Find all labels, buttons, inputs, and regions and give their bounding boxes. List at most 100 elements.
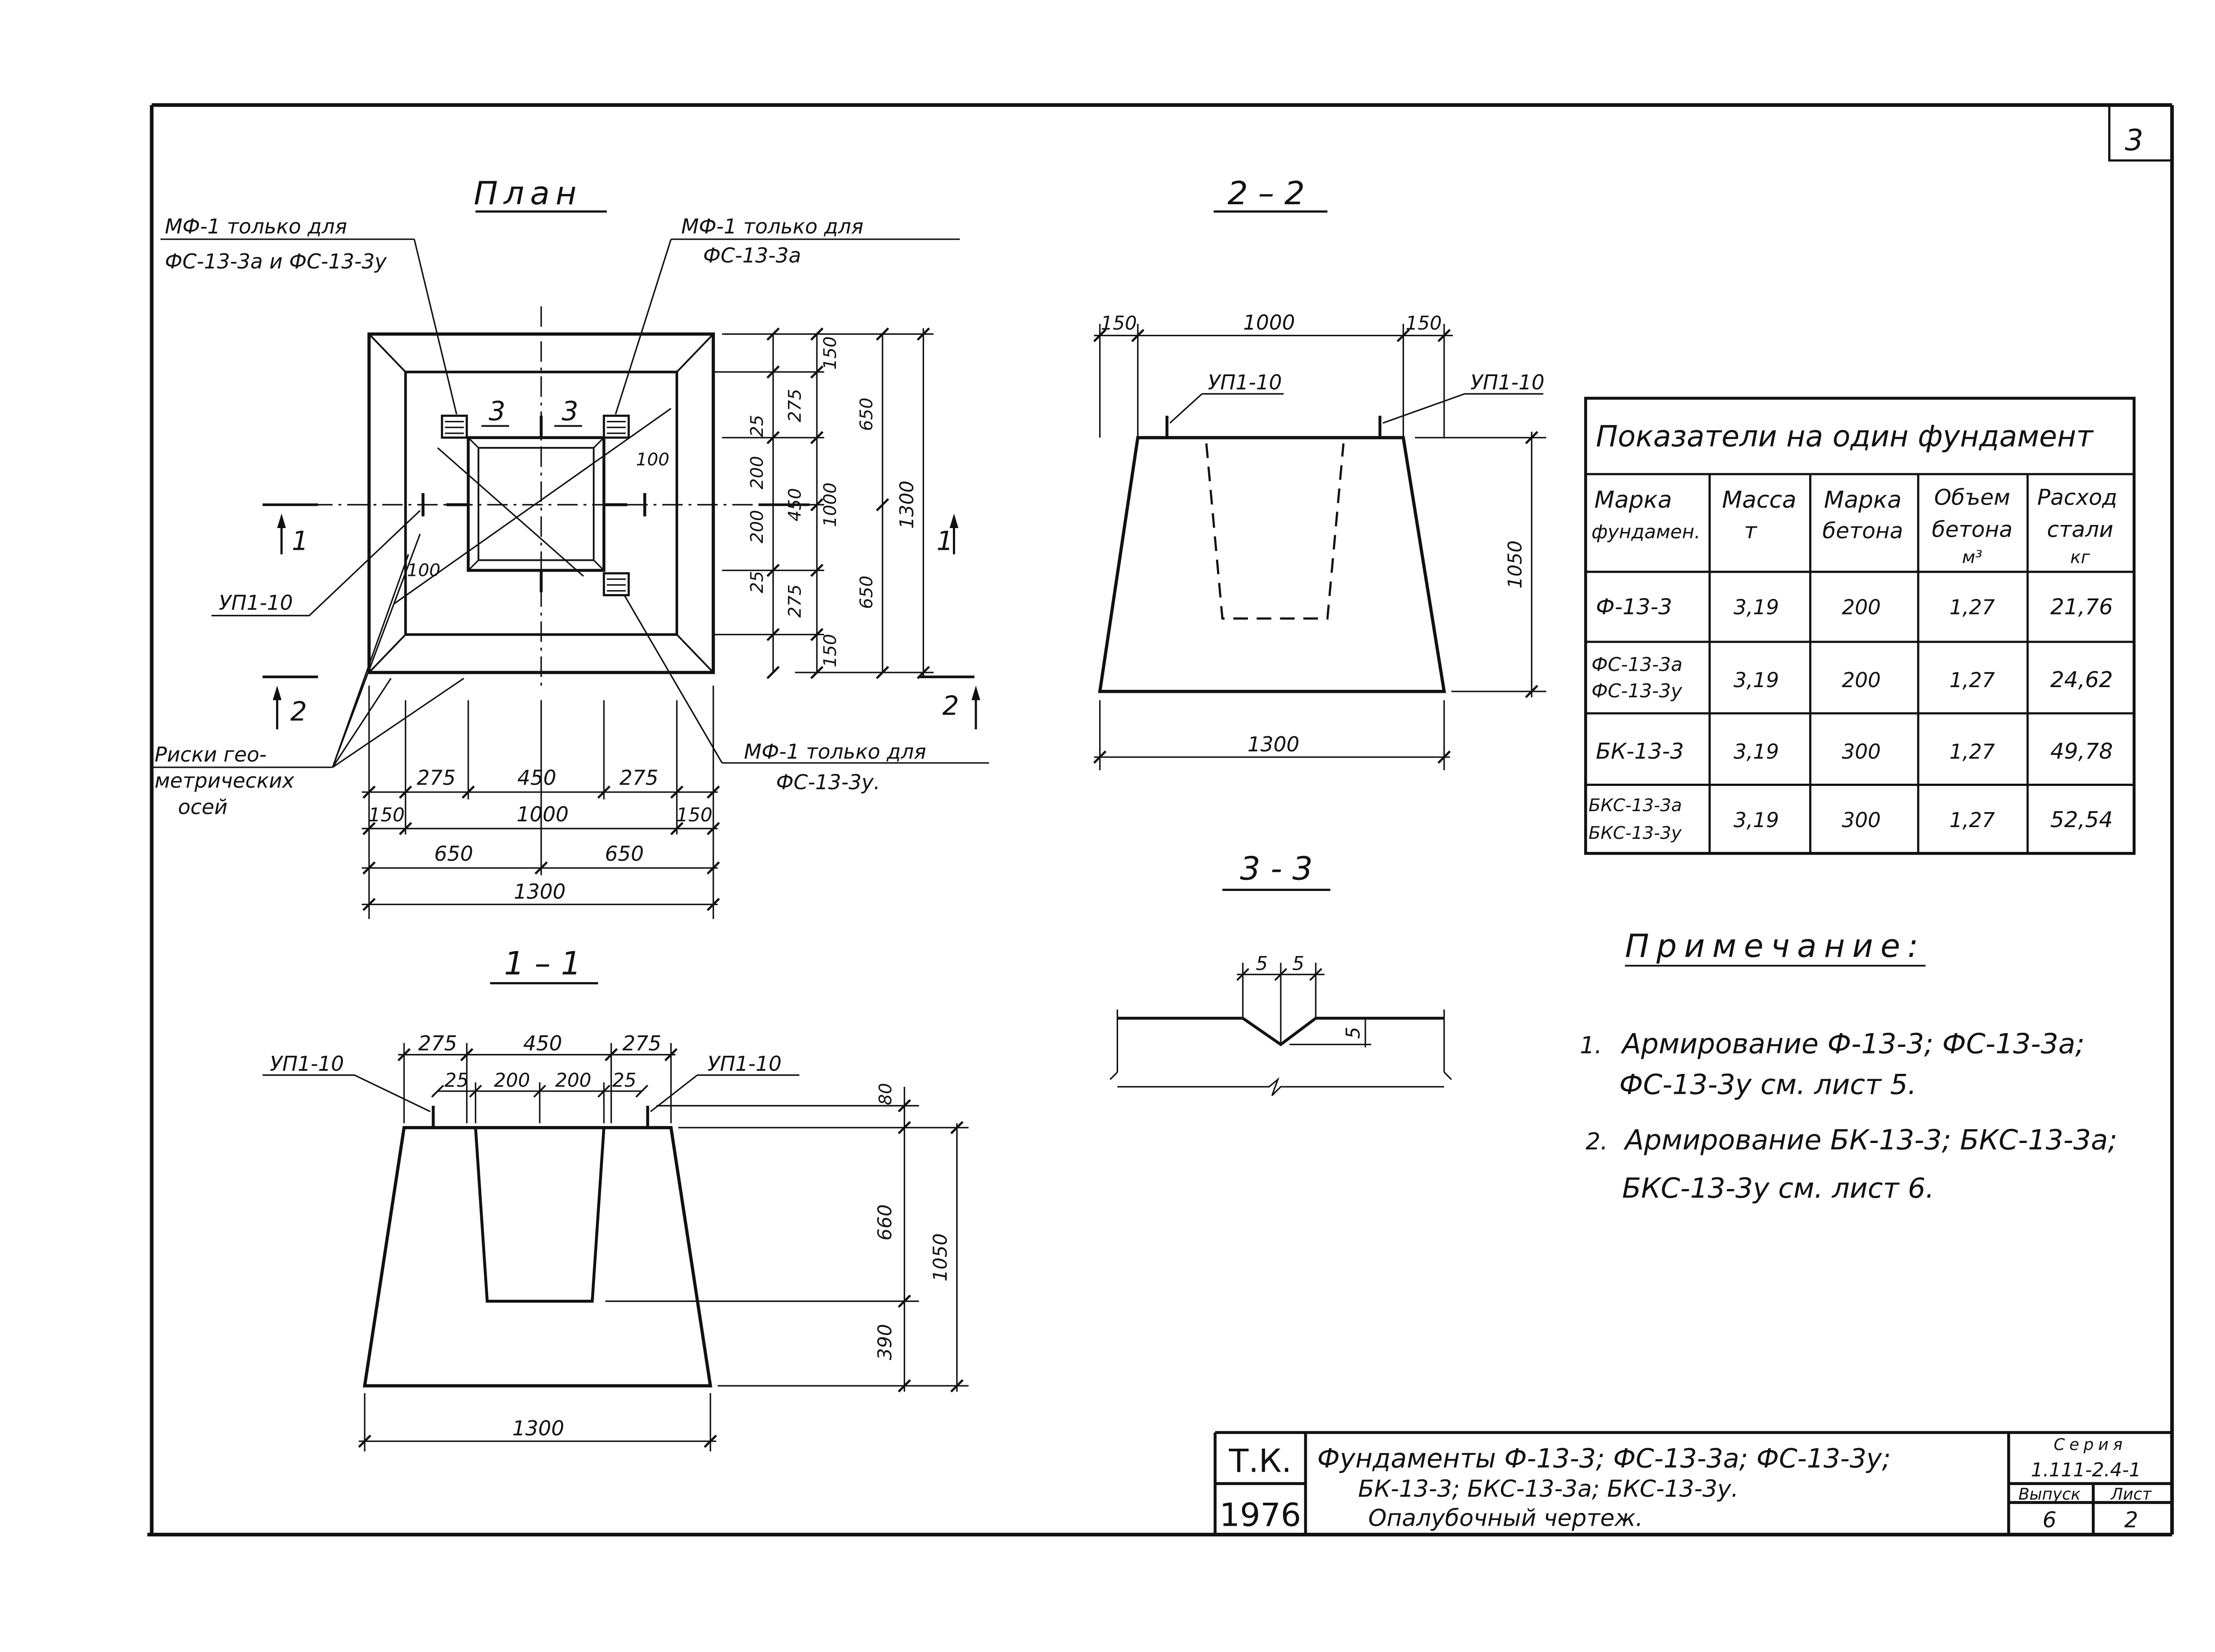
plan-dim-bottom-650a: 650 (434, 842, 473, 866)
section-2-2-loop-left: УП1-10 (1208, 370, 1282, 394)
section-2-2-dim-150a: 150 (1101, 312, 1137, 334)
plan-axes-note-line3: осей (178, 795, 228, 819)
plan-title: План (474, 175, 582, 212)
table-row4-mark-line1: БКС-13-3а (1589, 795, 1682, 816)
section-1-1-dim-275b: 275 (622, 1031, 661, 1055)
embedded-plate-icon (441, 414, 468, 439)
plan-dim-right-25b: 25 (747, 571, 767, 593)
plan-axes-note-line1: Риски гео- (155, 742, 267, 766)
section-1-1-base: 1300 (512, 1416, 564, 1440)
section-2-2-height: 1050 (1504, 540, 1526, 589)
note-1-line1: Армирование Ф-13-3; ФС-13-3а; (1620, 1027, 2085, 1060)
plan-dim-bottom-150a: 150 (369, 804, 405, 826)
table-row2-mass: 3,19 (1733, 668, 1779, 692)
plan-dim-bottom-450: 450 (517, 766, 556, 790)
plan-callout-left-line1: МФ-1 только для (165, 214, 347, 238)
table-header-steel-line2: стали (2047, 517, 2114, 542)
title-block-sheet-value: 2 (2124, 1507, 2138, 1533)
plan-callout-bottom-line1: МФ-1 только для (744, 739, 926, 763)
plan-section-1-left: 1 (292, 525, 309, 556)
embedded-plate-icon (602, 414, 630, 439)
plan-callout-bottom-line2: ФС-13-3у. (776, 770, 880, 794)
note-1-line2: ФС-13-3у см. лист 5. (1619, 1069, 1916, 1101)
section-1-1: 1 – 1 УП1-10 УП1-10 275 450 275 25 200 2… (262, 945, 969, 1452)
section-3-3-title: 3 - 3 (1240, 851, 1313, 888)
table-row4-steel: 52,54 (2050, 807, 2113, 832)
plan-axes-note-line2: метрических (155, 769, 295, 793)
section-2-2-loop-right: УП1-10 (1470, 370, 1544, 394)
table-row3-concrete: 300 (1842, 739, 1881, 763)
table-row1-mass: 3,19 (1733, 595, 1779, 619)
note-2-number: 2. (1585, 1128, 1608, 1155)
section-3-3-depth: 5 (1342, 1027, 1364, 1039)
plan-dim-bottom-650b: 650 (605, 842, 644, 866)
table-header-volume-line3: м³ (1962, 547, 1982, 568)
table-row4-volume: 1,27 (1950, 808, 1995, 832)
section-1-1-dim-25b: 25 (612, 1069, 636, 1092)
section-2-2-dim-1000: 1000 (1243, 311, 1295, 334)
table-row2-volume: 1,27 (1950, 668, 1995, 692)
section-3-3-dim-5b: 5 (1292, 953, 1304, 975)
table-row2-mark-line1: ФС-13-3а (1591, 654, 1683, 676)
table-row3-mark: БК-13-3 (1596, 738, 1684, 764)
table-row4-mass: 3,19 (1733, 808, 1779, 832)
table-row1-mark: Ф-13-3 (1596, 594, 1672, 619)
plan-dim-100-left: 100 (407, 560, 440, 581)
plan-callout-right-line2: ФС-13-3а (703, 244, 801, 268)
title-block-year: 1976 (1220, 1497, 1301, 1534)
title-block-org: Т.К. (1228, 1442, 1292, 1480)
table-row2-concrete: 200 (1842, 668, 1881, 692)
title-block-name-line3: Опалубочный чертеж. (1368, 1504, 1643, 1532)
table-header-steel-line1: Расход (2037, 484, 2118, 510)
section-2-2-dim-150b: 150 (1406, 312, 1442, 334)
section-2-2-base: 1300 (1247, 732, 1299, 756)
table-header-volume-line2: бетона (1932, 517, 2013, 542)
plan-dim-right-1000: 1000 (820, 482, 840, 527)
plan-dim-bottom-150b: 150 (676, 804, 713, 826)
title-block-series-label: Серия (2054, 1435, 2127, 1454)
plan-dim-right-200b: 200 (747, 510, 767, 543)
plan-dim-100-right: 100 (636, 449, 669, 470)
plan-loop-label: УП1-10 (219, 591, 293, 614)
table-header-volume-line1: Объем (1934, 484, 2010, 510)
plan-section-3-right: 3 (562, 396, 579, 426)
table-header-mark-line1: Марка (1594, 486, 1672, 513)
plan-dim-right-200a: 200 (747, 456, 767, 489)
plan-dim-right-150b: 150 (820, 634, 840, 667)
title-block-name-line2: БК-13-3; БКС-13-3а; БКС-13-3у. (1358, 1475, 1739, 1502)
plan-dim-bottom-1000: 1000 (517, 802, 568, 826)
table-row4-mark-line2: БКС-13-3у (1589, 823, 1682, 843)
table-header-mark-line2: фундамен. (1591, 521, 1700, 543)
section-3-3-dim-5a: 5 (1256, 953, 1268, 975)
table-row2-steel: 24,62 (2050, 667, 2113, 692)
plan-section-3-left: 3 (489, 396, 505, 426)
title-block-issue-value: 6 (2043, 1507, 2056, 1533)
section-1-1-dim-390: 390 (874, 1324, 896, 1360)
plan-dim-right-650a: 650 (856, 397, 877, 431)
plan-dim-right-275b: 275 (785, 584, 805, 618)
section-1-1-loop-right: УП1-10 (707, 1052, 781, 1076)
section-2-2: 2 – 2 УП1-10 УП1-10 150 1000 150 1050 13… (1093, 175, 1547, 770)
section-2-2-title: 2 – 2 (1228, 175, 1305, 212)
section-1-1-loop-left: УП1-10 (270, 1052, 344, 1076)
plan-view: План МФ-1 только для (152, 175, 989, 919)
plan-dim-bottom-1300: 1300 (514, 879, 566, 903)
title-block: Т.К. 1976 Фундаменты Ф-13-3; ФС-13-3а; Ф… (1213, 1431, 2172, 1535)
section-1-1-dim-450: 450 (523, 1031, 562, 1055)
table-row3-steel: 49,78 (2050, 738, 2113, 764)
section-1-1-height: 1050 (929, 1233, 952, 1282)
table-header-grade-line2: бетона (1823, 518, 1903, 544)
plan-dim-right-450: 450 (785, 488, 805, 521)
notes-title: Примечание: (1625, 928, 1925, 965)
table-row3-volume: 1,27 (1950, 739, 1995, 763)
table-header-mass-line1: Масса (1722, 486, 1796, 513)
table-row1-volume: 1,27 (1950, 595, 1995, 619)
table-row3-mass: 3,19 (1733, 739, 1779, 763)
plan-callout-right-line1: МФ-1 только для (681, 214, 863, 238)
plan-dim-right-650b: 650 (856, 575, 877, 609)
table-row4-concrete: 300 (1842, 808, 1881, 832)
title-block-issue-label: Выпуск (2018, 1485, 2080, 1504)
section-1-1-dim-25a: 25 (444, 1069, 468, 1092)
note-1-number: 1. (1580, 1032, 1602, 1059)
